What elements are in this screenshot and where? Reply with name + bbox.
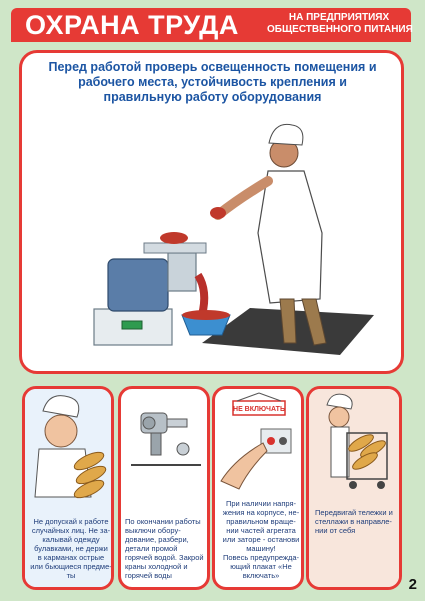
meat-grinder-cook-illustration (93, 123, 374, 355)
hand (220, 442, 268, 490)
caption-line: детали промой (125, 544, 178, 553)
trolley-wheel (377, 481, 385, 489)
grinder-clamp (150, 432, 162, 456)
main-caption: Перед работой проверь освещенность помещ… (40, 60, 385, 105)
cook-leg-right (301, 298, 327, 346)
disassembled-grinder-illustration (131, 412, 201, 466)
cook-with-bread-trolley-illustration (309, 389, 399, 587)
page-number: 2 (408, 576, 417, 593)
caption-line: или заторе - останови (222, 535, 300, 544)
control-panel (121, 320, 143, 330)
panel-no-strangers: Не допускай к работе случайных лиц. Не з… (22, 386, 114, 590)
cook-arm (213, 176, 273, 220)
caption-line: жения на корпусе, не- (222, 508, 300, 517)
trolley-frame (346, 432, 388, 480)
panel-turn-off-equipment: По окончании работы выключи обору- дован… (118, 386, 210, 590)
cook-body (330, 426, 350, 478)
chef-hat (42, 395, 80, 418)
chef-hat (268, 123, 304, 146)
poster-subtitle: НА ПРЕДПРИЯТИЯХ ОБЩЕСТВЕННОГО ПИТАНИЯ (267, 12, 413, 36)
caption-line: выключи обору- (125, 526, 181, 535)
cook-apron (257, 170, 323, 304)
caption-line: Передвигай тележки и (315, 508, 393, 517)
warning-sign (232, 400, 286, 416)
caption-line: дование, разбери, (125, 535, 189, 544)
grinder-disc (176, 442, 190, 456)
caption-line: калывай одежду (42, 535, 100, 544)
caption-line: Повесь предупрежда- (222, 553, 300, 562)
cook-with-bread-illustration (25, 389, 111, 587)
caption-line: или бьющиеся предме- (30, 562, 112, 571)
warning-sign-text: НЕ ВКЛЮЧАТЬ (233, 406, 285, 413)
bread-loaves (348, 434, 386, 470)
panel-1-caption: Не допускай к работе случайных лиц. Не з… (29, 517, 112, 580)
caption-line: машину! (246, 544, 276, 553)
caption-line: При наличии напря- (225, 499, 297, 508)
feed-tray (143, 242, 207, 254)
meat-in-bowl (182, 310, 230, 320)
cook-jacket (34, 448, 92, 498)
subtitle-line-2: ОБЩЕСТВЕННОГО ПИТАНИЯ (267, 24, 413, 35)
caption-line: горячей водой. Закрой (125, 553, 204, 562)
panel-3-caption: При наличии напря- жения на корпусе, не-… (219, 499, 301, 580)
caption-line: По окончании работы (125, 517, 201, 526)
grinder-head (167, 252, 197, 292)
caption-line: Не допускай к работе (33, 517, 109, 526)
main-illustration-panel: Перед работой проверь освещенность помещ… (19, 50, 404, 374)
caption-line: ты (66, 571, 76, 580)
minced-meat (194, 272, 209, 316)
hand-on-switch-illustration: НЕ ВКЛЮЧАТЬ (220, 392, 292, 490)
caption-line: включать» (242, 571, 280, 580)
cook-leg-left (279, 298, 297, 344)
caption-line: краны холодной и (125, 562, 188, 571)
subtitle-line-1: НА ПРЕДПРИЯТИЯХ (288, 12, 390, 23)
meat-in-hand (210, 207, 226, 219)
panel-do-not-switch-on: НЕ ВКЛЮЧАТЬ При наличии напря- жения на … (212, 386, 304, 590)
panel-push-trolleys: Передвигай тележки и стеллажи в направле… (306, 386, 402, 590)
panel-2-caption: По окончании работы выключи обору- дован… (125, 517, 207, 580)
cook-face (44, 414, 78, 448)
trolley-wheel (349, 481, 357, 489)
main-caption-line-3: правильную работу оборудования (103, 90, 322, 104)
header-banner: ОХРАНА ТРУДА НА ПРЕДПРИЯТИЯХ ОБЩЕСТВЕННО… (11, 8, 413, 42)
caption-line: ющий плакат «Не (230, 562, 292, 571)
panel-4-caption: Передвигай тележки и стеллажи в направле… (315, 508, 399, 535)
chef-hat (326, 393, 353, 410)
caption-line: случайных лиц. Не за- (31, 526, 111, 535)
cook-face (328, 406, 350, 428)
caption-line: правильном враще- (226, 517, 296, 526)
meat-on-tray (160, 232, 188, 244)
main-caption-line-1: Перед работой проверь освещенность помещ… (48, 60, 377, 74)
caption-line: стеллажи в направле- (315, 517, 392, 526)
caption-line: булавками, не держи (34, 544, 108, 553)
poster-title: ОХРАНА ТРУДА (25, 10, 239, 40)
caption-line: нии от себя (315, 526, 356, 535)
main-caption-line-2: рабочего места, устойчивость крепления и (78, 75, 347, 89)
grinder-tube (166, 418, 188, 428)
caption-line: в карманах острые (37, 553, 105, 562)
caption-line: горячей воды (125, 571, 172, 580)
bread-loaves (73, 451, 107, 499)
caption-line: нии частей агрегата (226, 526, 296, 535)
motor-housing (107, 258, 169, 312)
